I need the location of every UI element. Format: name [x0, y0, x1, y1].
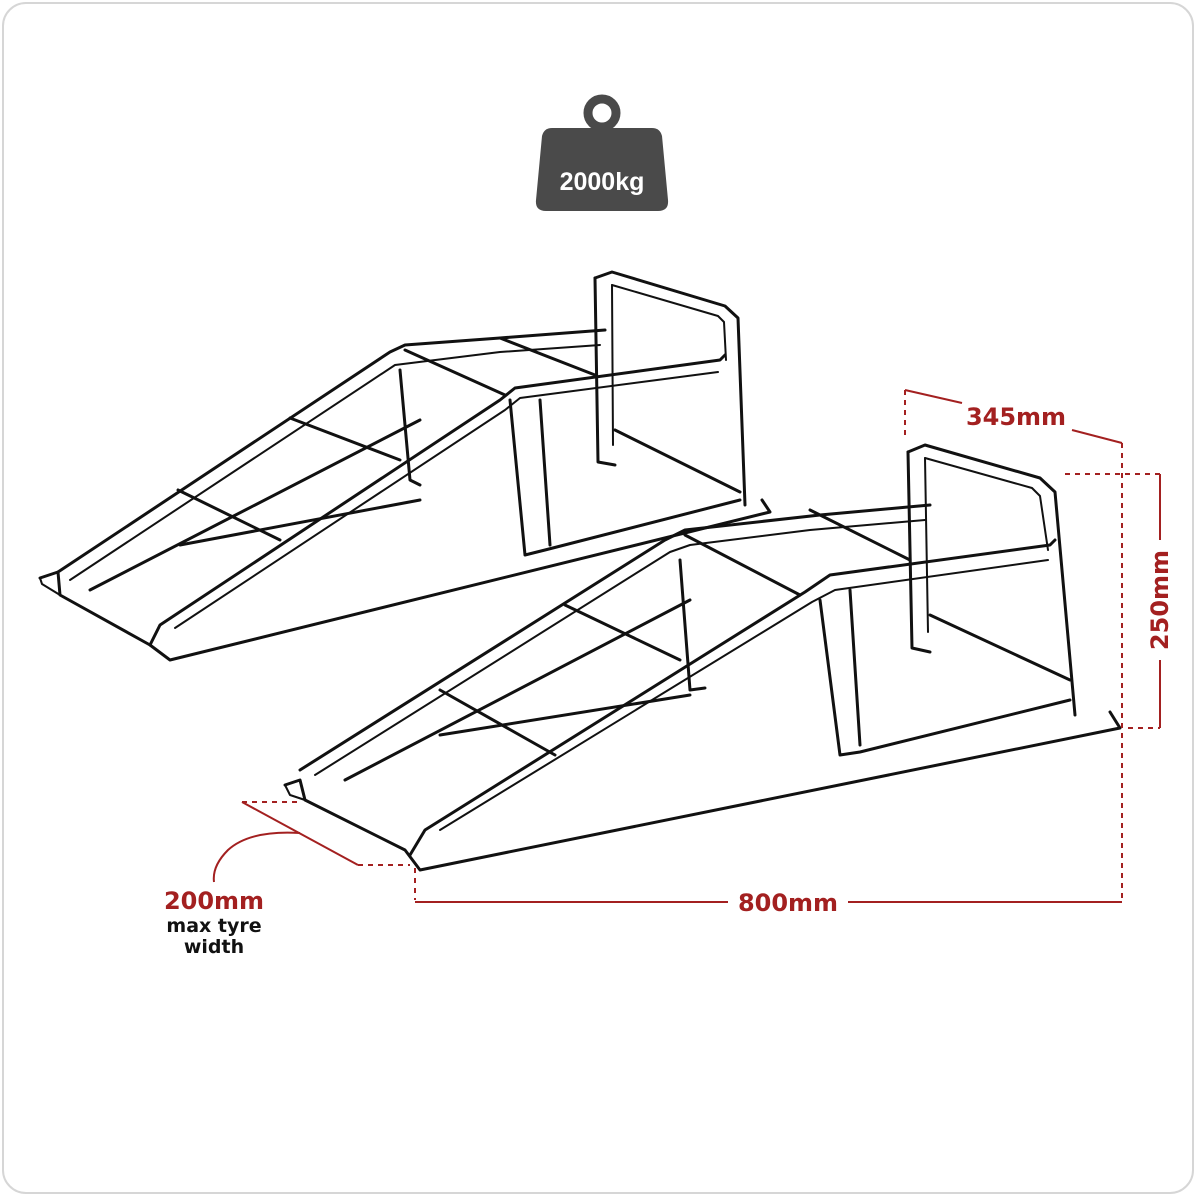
tyre-note-line1: max tyre: [166, 915, 261, 937]
height-label: 250mm: [1146, 550, 1174, 650]
back-ramp: [38, 270, 772, 662]
tyre-width-dimension: 200mm max tyre width: [164, 801, 410, 958]
weight-icon: 2000kg: [535, 94, 669, 211]
height-dimension: 250mm: [1065, 473, 1174, 729]
length-dimension: 800mm: [414, 443, 1123, 917]
depth-dimension: 345mm: [904, 389, 1123, 444]
weight-label: 2000kg: [560, 168, 645, 196]
depth-label: 345mm: [966, 403, 1066, 431]
length-label: 800mm: [738, 889, 838, 917]
tyre-width-label: 200mm: [164, 887, 264, 915]
front-ramp: [283, 443, 1122, 872]
tyre-note-line2: width: [184, 936, 244, 958]
